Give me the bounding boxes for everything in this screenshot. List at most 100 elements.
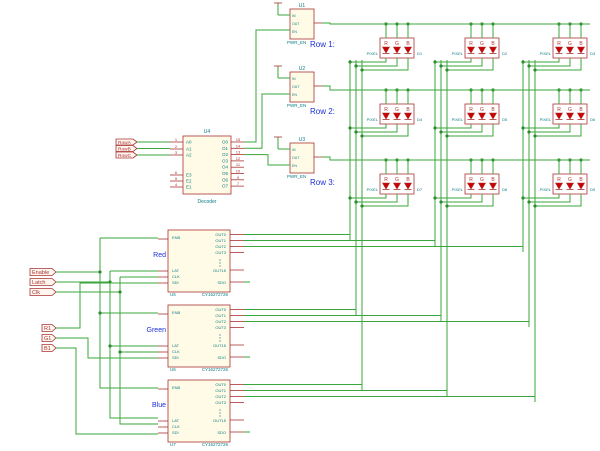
row-input-flag[interactable] bbox=[115, 138, 138, 146]
decoder-pin-num: 13 bbox=[236, 150, 241, 155]
decoder-pin: E3 bbox=[186, 173, 192, 178]
junction-dot bbox=[521, 60, 525, 64]
wire bbox=[356, 124, 398, 133]
pixel-name: PIXEL bbox=[452, 187, 464, 192]
color-input-flag[interactable] bbox=[41, 344, 57, 352]
color-input-flag[interactable] bbox=[41, 334, 57, 342]
driver-u5[interactable] bbox=[167, 229, 231, 293]
driver-pin: OUT0 bbox=[215, 382, 226, 387]
driver-pin: SDO bbox=[217, 355, 226, 360]
driver-pin: SDI bbox=[172, 430, 179, 435]
row-label-3: Row 3: bbox=[310, 178, 335, 187]
wire bbox=[529, 58, 571, 67]
wire bbox=[244, 154, 290, 166]
led-diode-icon bbox=[488, 46, 498, 54]
control-input-flag[interactable] bbox=[29, 278, 57, 286]
driver-u7[interactable] bbox=[167, 379, 231, 443]
pixel-name: PIXEL bbox=[367, 187, 379, 192]
regulator-body bbox=[289, 71, 315, 103]
decoder-u4[interactable] bbox=[182, 135, 232, 195]
junction-dot bbox=[433, 196, 437, 200]
color-input-flag[interactable] bbox=[41, 324, 57, 332]
driver-pin: SDO bbox=[217, 430, 226, 435]
junction-dot bbox=[433, 126, 437, 130]
ellipsis-dot bbox=[219, 265, 221, 267]
control-input-label: Latch bbox=[32, 280, 45, 286]
junction-dot bbox=[439, 64, 443, 68]
driver-pin: OUT1 bbox=[215, 388, 226, 393]
regulator-pin: EN bbox=[292, 30, 297, 34]
decoder-pin: O3 bbox=[222, 158, 229, 163]
led-letter: R bbox=[469, 177, 473, 183]
junction-dot bbox=[348, 196, 352, 200]
wire bbox=[362, 194, 409, 207]
pixel-ref: D7 bbox=[417, 187, 423, 192]
pixel-ref: D5 bbox=[502, 117, 508, 122]
regulator-u3[interactable] bbox=[289, 142, 315, 174]
control-input-flag[interactable] bbox=[29, 288, 57, 296]
wire bbox=[362, 58, 409, 71]
wire bbox=[435, 58, 472, 63]
ellipsis-dot bbox=[219, 412, 221, 414]
regulator-u2[interactable] bbox=[289, 71, 315, 103]
led-diode-icon bbox=[403, 112, 413, 120]
row-supply-bus-1 bbox=[322, 22, 590, 25]
led-letter: R bbox=[557, 107, 561, 113]
wire bbox=[535, 124, 582, 137]
driver-ref: U7 bbox=[170, 442, 176, 447]
decoder-pin-num: 9 bbox=[237, 175, 240, 180]
junction-dot bbox=[533, 68, 537, 72]
color-input-label: B1 bbox=[44, 346, 51, 352]
row-supply-bus-3 bbox=[322, 156, 590, 161]
junction-dot bbox=[108, 344, 112, 348]
junction-dot bbox=[360, 134, 364, 138]
regulator-name: PWR_EN bbox=[287, 40, 306, 45]
led-diode-icon bbox=[466, 182, 476, 190]
decoder-pin: O4 bbox=[222, 165, 229, 170]
led-diode-icon bbox=[576, 46, 586, 54]
row-input-label: RowA bbox=[118, 140, 132, 146]
driver-part: CY16272726 bbox=[202, 292, 229, 297]
led-letter: G bbox=[480, 107, 484, 113]
decoder-pin-num: 10 bbox=[236, 169, 241, 174]
color-input-label: R1 bbox=[44, 326, 51, 332]
junction-dot bbox=[521, 126, 525, 130]
decoder-pin: E2 bbox=[186, 179, 192, 184]
led-diode-icon bbox=[392, 182, 402, 190]
led-diode-icon bbox=[565, 182, 575, 190]
pixel-ref: D1 bbox=[417, 51, 423, 56]
wire bbox=[529, 124, 571, 133]
decoder-pin: E1 bbox=[186, 185, 192, 190]
wire bbox=[535, 58, 582, 71]
led-letter: B bbox=[406, 107, 410, 113]
junction-dot bbox=[445, 68, 449, 72]
driver-pin: OUT15 bbox=[213, 268, 227, 273]
driver-u6[interactable] bbox=[167, 304, 231, 368]
control-input-flag[interactable] bbox=[29, 268, 57, 276]
driver-pin: SDI bbox=[172, 280, 179, 285]
junction-dot bbox=[439, 200, 443, 204]
regulator-u1[interactable] bbox=[289, 8, 315, 40]
led-letter: G bbox=[568, 177, 572, 183]
driver-pin: CLK bbox=[172, 274, 180, 279]
ellipsis-dot bbox=[219, 409, 221, 411]
sdi-green bbox=[56, 337, 158, 359]
row-input-flag[interactable] bbox=[115, 151, 138, 159]
color-input-label: G1 bbox=[44, 336, 51, 342]
led-diode-icon bbox=[554, 112, 564, 120]
led-diode-icon bbox=[488, 182, 498, 190]
latch-bus bbox=[109, 282, 158, 419]
junction-dot bbox=[521, 196, 525, 200]
ellipsis-dot bbox=[219, 415, 221, 417]
regulator-pin: OUT bbox=[292, 156, 300, 160]
row-input-flag[interactable] bbox=[115, 145, 138, 152]
